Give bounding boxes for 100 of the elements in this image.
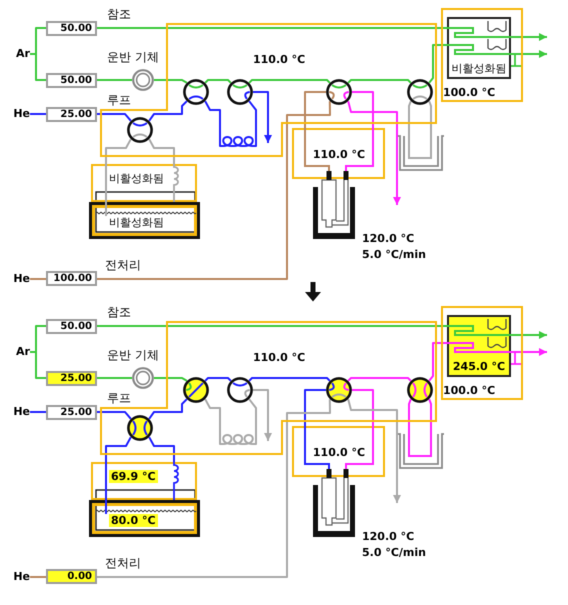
condition-label: 5.0 °C/min [362,546,426,559]
temperature-label: 110.0 °C [253,351,306,364]
heated-zone [100,321,437,455]
reactor-vessel [312,171,356,239]
heater-box [91,462,197,500]
pipe [30,351,46,379]
pipe-arrow [511,50,547,58]
flow-controller-box: 25.00 [46,371,97,386]
pipe [428,342,447,382]
valve [407,79,433,105]
furnace-box [89,202,200,239]
pipe-arrow [511,331,547,339]
gas-line-label: 참조 [107,7,131,21]
temperature-label: 110.0 °C [312,446,366,459]
pipe [30,576,46,578]
pipe [30,53,46,81]
flow-meter [132,69,154,91]
pipe [30,113,46,115]
flow-controller-box: 25.00 [46,107,97,122]
furnace-box [89,500,200,537]
gas-line-label: 전처리 [105,258,141,272]
temperature-label: 69.9 °C [109,470,158,483]
temperature-label: 110.0 °C [312,148,366,161]
temperature-label: 100.0 °C [443,384,496,397]
pipe [148,100,188,122]
pipe [97,377,132,379]
heater-box [292,426,385,477]
valve [407,377,433,403]
flow-controller-box: 50.00 [46,319,97,334]
pipe-arrow [511,33,547,41]
gas-line-label: 운반 기체 [107,50,159,64]
pipe [304,91,326,128]
pipe [428,100,432,128]
gas-label: He [12,272,30,286]
flow-controller-box: 25.00 [46,405,97,420]
pipe [204,100,257,147]
gas-label: He [12,107,30,121]
pipe [248,377,330,382]
pipe [304,389,326,426]
gas-line-label: 운반 기체 [107,348,159,362]
reactor-vessel [312,469,356,537]
heated-zone [100,23,437,157]
pipe-arrow [347,100,401,205]
pipe [408,398,412,426]
temperature-label: 110.0 °C [253,53,306,66]
pipe [148,398,188,420]
gas-line-label: 전처리 [105,556,141,570]
pipe [204,377,232,382]
detector-zone [441,8,523,102]
gas-label: He [12,570,30,584]
pipe [204,398,257,445]
valve [326,377,352,403]
heater-box [91,164,197,202]
pipe [348,377,412,382]
pipe [105,436,132,462]
flow-controller-box: 100.00 [46,271,97,286]
pipe-arrow [347,398,401,503]
pipe [408,100,412,128]
pipe [154,377,188,382]
pipe [428,44,447,84]
detector-box [447,17,511,79]
pipe [30,411,46,413]
temperature-label: 100.0 °C [443,86,496,99]
pipe-arrow [511,348,547,356]
valve [127,117,153,143]
condition-label: 120.0 °C [362,530,414,543]
cold-trap [398,426,444,470]
heater-box [292,128,385,179]
valve [227,79,253,105]
pipe [97,411,132,420]
pipe [204,79,232,84]
temperature-label: 80.0 °C [109,514,158,527]
pipe [105,138,132,164]
pipe [30,278,46,280]
valve [183,79,209,105]
pipe [97,27,447,29]
valve [183,377,209,403]
condition-label: 5.0 °C/min [362,248,426,261]
flow-controller-box: 50.00 [46,21,97,36]
pipe [348,79,412,84]
gas-label: Ar [12,47,30,61]
gas-line-label: 루프 [107,93,131,107]
flow-controller-box: 50.00 [46,73,97,88]
status-label: 비활성화됨 [109,172,164,185]
pipe [97,79,132,81]
pipe [428,398,432,426]
pipe [148,436,175,462]
pipe [352,389,374,426]
gas-line-label: 루프 [107,391,131,405]
valve [326,79,352,105]
pipe-arrow [253,389,272,441]
flow-controller-box: 0.00 [46,569,97,584]
flow-meter [132,367,154,389]
pipe [148,138,175,164]
pipe [248,79,330,84]
pipe-arrow [253,91,272,143]
pipe [352,91,374,128]
detector-zone [441,306,523,400]
valve [227,377,253,403]
gas-label: He [12,405,30,419]
